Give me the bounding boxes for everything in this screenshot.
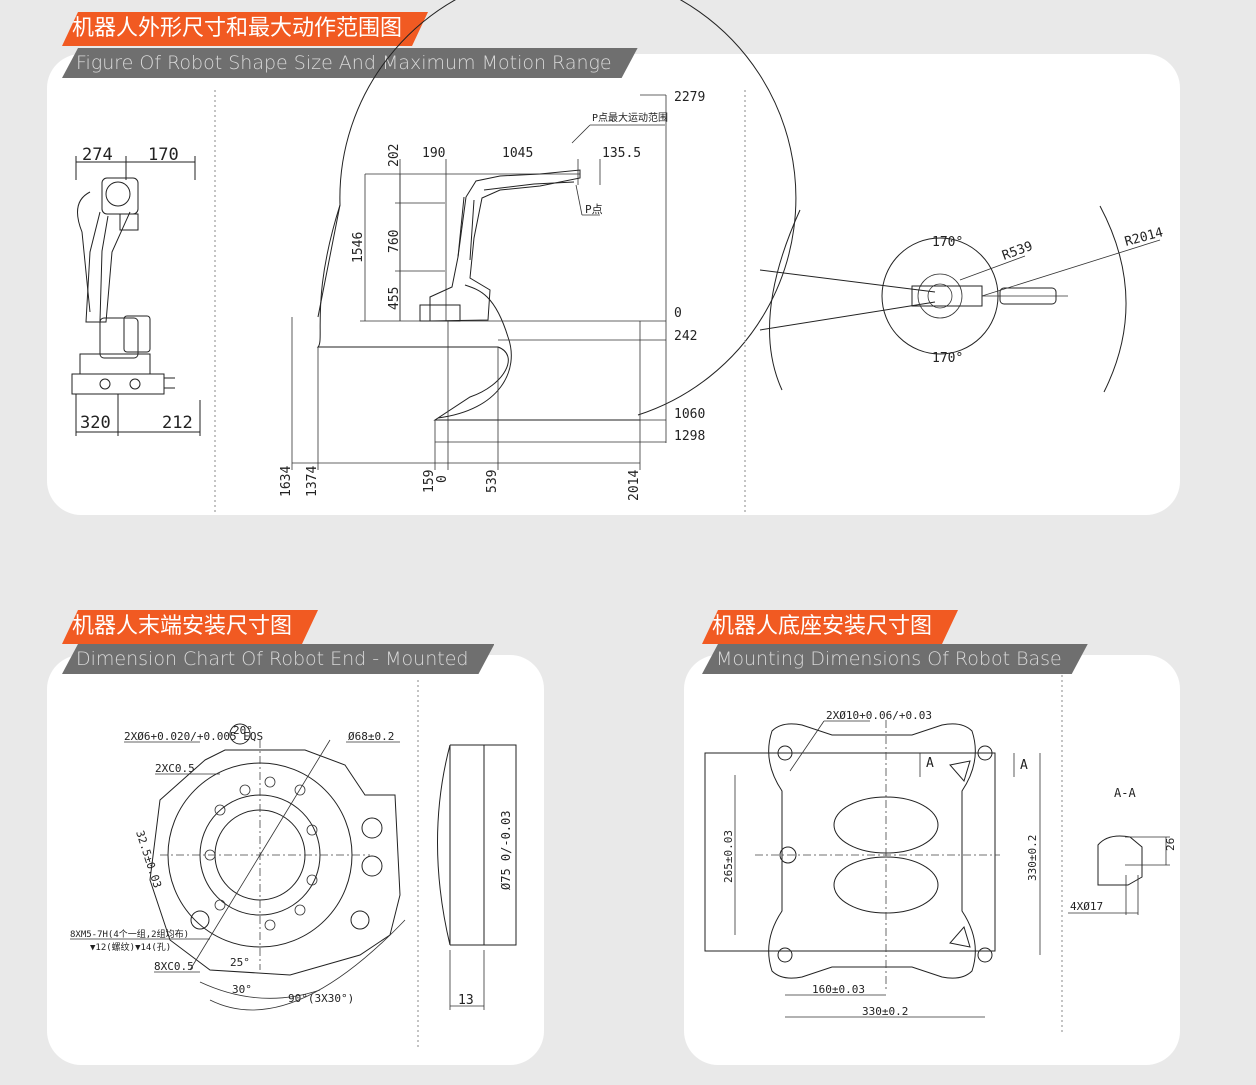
angle-170-top: 170°: [932, 235, 963, 250]
dim-2014: 2014: [627, 470, 642, 501]
panel-shape-range: [47, 54, 1180, 515]
section2-title-en: Dimension Chart Of Robot End - Mounted: [62, 644, 494, 674]
label-section-a-right: A: [1020, 758, 1028, 773]
label-a-a: A-A: [1114, 786, 1136, 800]
label-330-horizontal: 330±0.2: [862, 1005, 908, 1018]
dim-202: 202: [387, 144, 402, 167]
dim-0-right: 0: [674, 306, 682, 321]
side-dim-212: 212: [162, 413, 193, 433]
radius-2014: R2014: [1123, 225, 1165, 250]
dim-1045: 1045: [502, 146, 533, 161]
dim-2279: 2279: [674, 90, 705, 105]
dim-1374: 1374: [305, 466, 320, 497]
side-dim-320: 320: [80, 413, 111, 433]
dim-455: 455: [387, 287, 402, 310]
side-dim-170: 170: [148, 145, 179, 165]
label-265: 265±0.03: [722, 830, 735, 883]
dim-135-5: 135.5: [602, 146, 641, 161]
dim-1634: 1634: [279, 466, 294, 497]
label-angle-20: 20°: [233, 724, 253, 737]
label-4x-dia17: 4XØ17: [1070, 900, 1103, 913]
p-point-label: P点: [585, 203, 603, 216]
label-32-5: 32.5±0.03: [133, 829, 164, 890]
dim-1298: 1298: [674, 429, 705, 444]
motion-range-drawing: 202 190 1045 135.5 P点最大运动范围 P点 1546 760 …: [279, 0, 797, 515]
label-13: 13: [458, 993, 474, 1008]
section3-title-cn: 机器人底座安装尺寸图: [702, 610, 958, 644]
label-2x-dia6: 2XØ6+0.020/+0.005 EQS: [124, 730, 263, 743]
label-2x-dia10: 2XØ10+0.06/+0.03: [826, 709, 932, 722]
label-depth: ▼12(螺纹)▼14(孔): [90, 941, 171, 953]
p-max-range-label: P点最大运动范围: [592, 111, 668, 124]
radius-539: R539: [1000, 239, 1035, 264]
section1-title-cn: 机器人外形尺寸和最大动作范围图: [62, 12, 428, 46]
side-dim-274: 274: [82, 145, 113, 165]
label-dia75: Ø75 0/-0.03: [499, 811, 513, 890]
panel-base-mounting: [684, 655, 1180, 1065]
label-26: 26: [1164, 838, 1177, 851]
panel-end-mounted: [47, 655, 544, 1065]
label-angle-25: 25°: [230, 956, 250, 969]
base-mounting-drawing: 2XØ10+0.06/+0.03 A A 265±0.03 330±0.2 16…: [704, 675, 1177, 1035]
dim-1546: 1546: [351, 232, 366, 263]
angle-170-bottom: 170°: [932, 351, 963, 366]
dim-242: 242: [674, 329, 697, 344]
dim-760: 760: [387, 230, 402, 253]
top-view-drawing: 170° 170° R539 R2014: [759, 205, 1165, 393]
dim-539: 539: [485, 470, 500, 493]
end-mounted-drawing: 2XØ6+0.020/+0.005 EQS 20° 2XC0.5 Ø68±0.2…: [70, 680, 517, 1050]
section2-title-cn: 机器人末端安装尺寸图: [62, 610, 318, 644]
section1-title-en: Figure Of Robot Shape Size And Maximum M…: [62, 48, 638, 78]
label-angle-30: 30°: [232, 983, 252, 996]
label-angle-90: 90°(3X30°): [288, 992, 354, 1005]
dim-159: 159: [422, 470, 437, 493]
label-thread: 8XM5-7H(4个一组,2组均布): [70, 928, 189, 940]
dim-1060: 1060: [674, 407, 705, 422]
label-dia68: Ø68±0.2: [348, 730, 394, 743]
dim-0-bottom: 0: [435, 475, 450, 483]
label-160: 160±0.03: [812, 983, 865, 996]
label-330-vertical: 330±0.2: [1026, 835, 1039, 881]
label-8xc0-5: 8XC0.5: [154, 960, 194, 973]
dim-190: 190: [422, 146, 445, 161]
side-view-drawing: 274 170 320 212: [71, 90, 216, 515]
label-2xc0-5: 2XC0.5: [155, 762, 195, 775]
section3-title-en: Mounting Dimensions Of Robot Base: [702, 644, 1088, 674]
label-section-a-left: A: [926, 756, 934, 771]
